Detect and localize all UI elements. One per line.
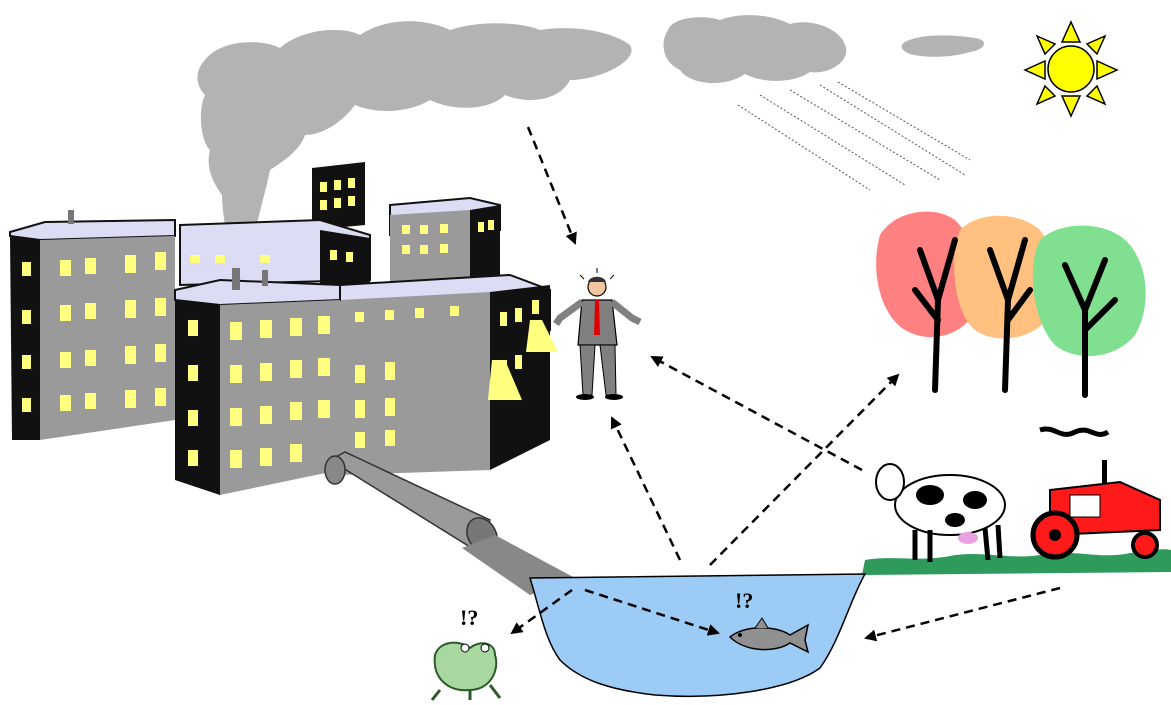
arrow-farm-to-man [650, 355, 863, 472]
arrow-pipe-to-frog [510, 588, 573, 635]
smoke-cloud [197, 21, 632, 265]
factory-buildings [9, 162, 558, 495]
man-in-suit [553, 268, 642, 400]
flow-arrows [510, 126, 1061, 642]
arrow-smoke-to-man [526, 126, 577, 245]
arrow-pipe-to-fish [584, 588, 720, 636]
grass-field [862, 549, 1171, 575]
frog-reaction-label: !? [460, 605, 478, 630]
frog [430, 641, 502, 701]
arrow-field-to-pond [864, 586, 1061, 642]
drain-pipe [324, 451, 575, 595]
rain-cloud [663, 15, 985, 191]
tractor [1030, 426, 1161, 560]
pond [528, 573, 867, 697]
fish-reaction-label: !? [735, 588, 753, 613]
arrow-pond-to-man [610, 416, 682, 561]
cow [875, 463, 1006, 562]
trees [876, 211, 1146, 398]
fish [728, 617, 810, 654]
sun-icon [1023, 20, 1119, 118]
